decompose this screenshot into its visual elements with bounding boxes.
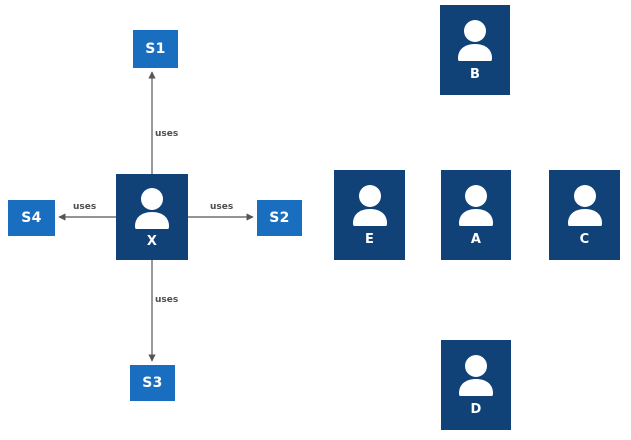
actor-node-label: D [470,402,482,417]
actor-node-b[interactable]: B [440,5,510,95]
actor-node-a[interactable]: A [441,170,511,260]
actor-node-label: E [364,232,375,247]
person-icon [565,184,605,230]
edge-label-x-s2: uses [210,202,234,212]
system-node-label: S2 [269,210,290,226]
edge-label-x-s1: uses [155,129,179,139]
actor-node-e[interactable]: E [334,170,405,260]
system-node-s4[interactable]: S4 [8,200,55,236]
person-icon [455,19,495,65]
system-node-label: S1 [145,41,166,57]
person-icon [350,184,390,230]
actor-node-label: C [579,232,590,247]
actor-node-label: A [470,232,482,247]
actor-node-d[interactable]: D [441,340,511,430]
actor-node-label: B [469,67,481,82]
actor-node-x[interactable]: X [116,174,188,260]
edge-label-x-s4: uses [73,202,97,212]
person-icon [456,354,496,400]
person-icon [132,187,172,233]
edge-label-x-s3: uses [155,295,179,305]
system-node-s2[interactable]: S2 [257,200,302,236]
system-node-label: S3 [142,375,163,391]
person-icon [456,184,496,230]
system-node-label: S4 [21,210,42,226]
system-node-s1[interactable]: S1 [133,30,178,68]
actor-node-c[interactable]: C [549,170,620,260]
system-node-s3[interactable]: S3 [130,365,175,401]
actor-node-label: X [146,234,158,249]
